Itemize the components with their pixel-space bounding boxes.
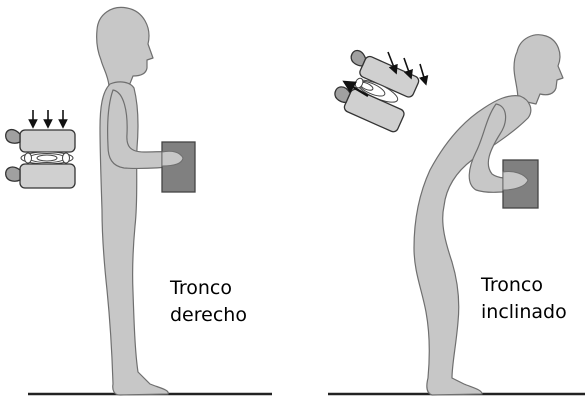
caption-upright-line-1: Tronco (170, 275, 247, 302)
upright-figure (97, 7, 183, 395)
vertebra-upright (6, 110, 75, 188)
vertebra-bent (330, 49, 425, 134)
caption-bent: Tronco inclinado (481, 272, 567, 326)
caption-bent-line-1: Tronco (481, 272, 567, 299)
caption-upright: Tronco derecho (170, 275, 247, 329)
load-box-left (162, 142, 195, 192)
bent-figure (414, 35, 563, 395)
arrow-down-icon (33, 110, 63, 124)
caption-bent-line-2: inclinado (481, 299, 567, 326)
caption-upright-line-2: derecho (170, 302, 247, 329)
